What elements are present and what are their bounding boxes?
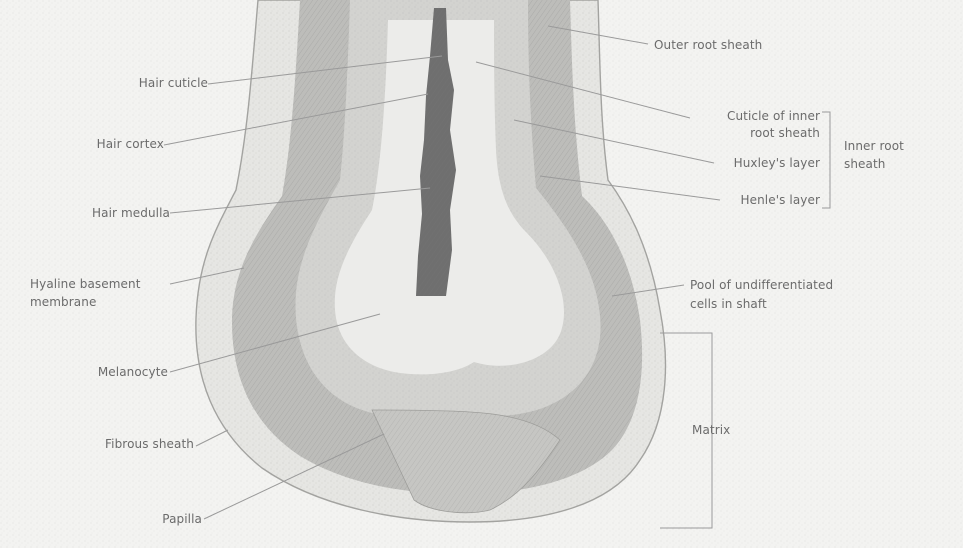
label-inner-root-line1: Inner root (844, 138, 904, 155)
label-henles-layer: Henle's layer (700, 192, 820, 209)
label-pool-line2: cells in shaft (690, 296, 767, 313)
label-fibrous-sheath: Fibrous sheath (60, 436, 194, 453)
label-hair-cuticle: Hair cuticle (84, 75, 208, 92)
label-melanocyte: Melanocyte (40, 364, 168, 381)
label-cuticle-irs-line1: Cuticle of inner (690, 108, 820, 125)
label-hair-cortex: Hair cortex (64, 136, 164, 153)
label-matrix: Matrix (692, 422, 730, 439)
label-huxleys-layer: Huxley's layer (700, 155, 820, 172)
label-pool-line1: Pool of undifferentiated (690, 277, 833, 294)
label-cuticle-irs-line2: root sheath (690, 125, 820, 142)
label-hyaline-line1: Hyaline basement (30, 276, 141, 293)
label-hair-medulla: Hair medulla (56, 205, 170, 222)
label-outer-root-sheath: Outer root sheath (654, 37, 762, 54)
label-inner-root-line2: sheath (844, 156, 886, 173)
label-hyaline-line2: membrane (30, 294, 96, 311)
label-papilla: Papilla (110, 511, 202, 528)
